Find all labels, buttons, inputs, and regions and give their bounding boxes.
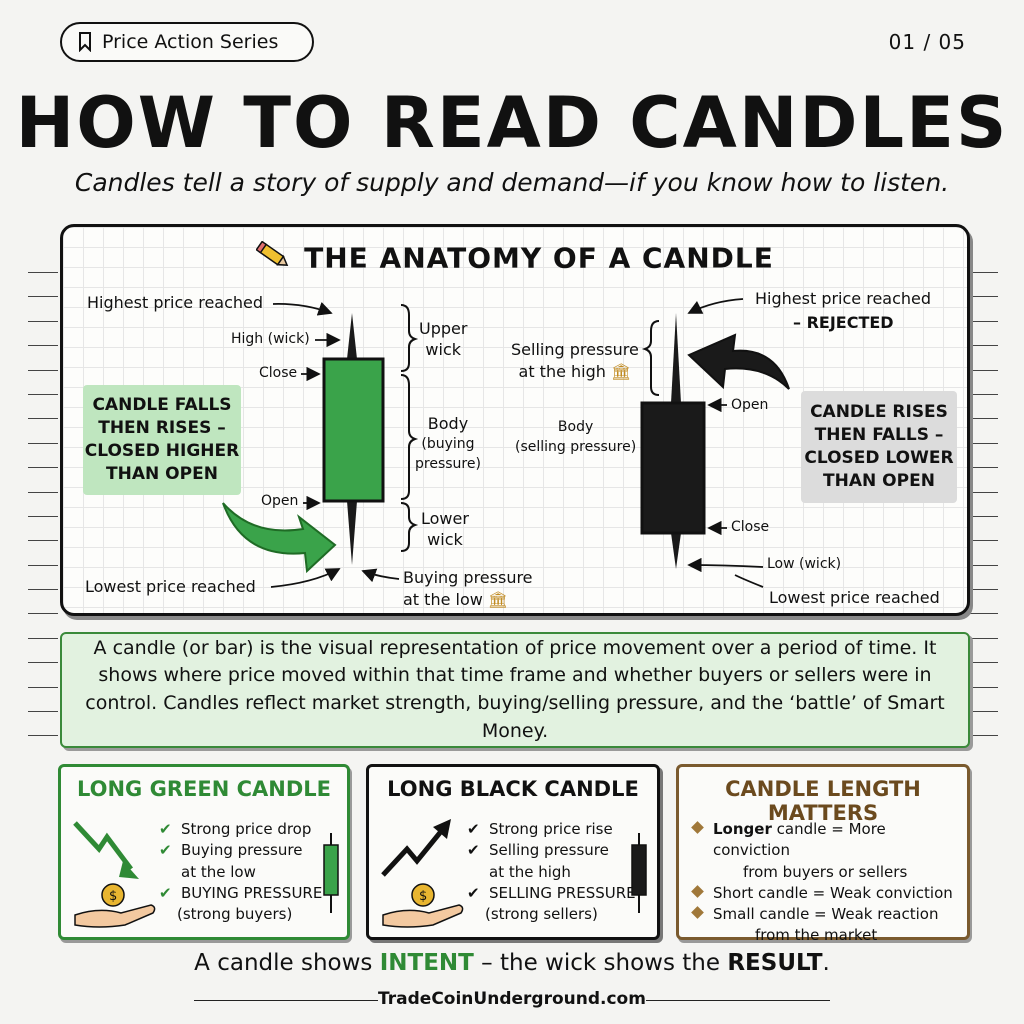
card-length-title: CANDLE LENGTH MATTERS bbox=[725, 777, 921, 825]
arrow-lowest-left bbox=[270, 568, 341, 588]
footer-divider-right bbox=[646, 1000, 830, 1001]
list-item: (strong buyers) bbox=[177, 905, 293, 924]
arrow-highest-left bbox=[272, 301, 333, 316]
diamond-icon bbox=[691, 906, 704, 920]
list-item: (strong sellers) bbox=[485, 905, 598, 924]
left-ruler-ticks bbox=[28, 272, 58, 760]
label-body-selling: Body(selling pressure) bbox=[515, 419, 637, 456]
upper-wick-brace bbox=[400, 304, 419, 372]
label-highest-price-left: Highest price reached bbox=[87, 293, 264, 312]
card-length-list: Longer candle = More conviction from buy… bbox=[691, 819, 967, 947]
bookmark-icon bbox=[79, 32, 91, 52]
label-rejected: – REJECTED bbox=[793, 313, 894, 332]
anatomy-drawing bbox=[222, 298, 790, 588]
card-long-green-candle: LONG GREEN CANDLE $ ✔Strong price drop ✔… bbox=[58, 764, 350, 940]
list-item: at the low bbox=[181, 862, 256, 881]
selling-pressure-brace bbox=[641, 320, 660, 396]
card-candle-length: CANDLE LENGTH MATTERS Longer candle = Mo… bbox=[676, 764, 970, 944]
green-candle-body bbox=[322, 357, 385, 503]
price-rise-icon: $ bbox=[381, 819, 464, 928]
black-rejection-arrow bbox=[687, 333, 790, 390]
list-item: ✔Selling pressure bbox=[467, 841, 609, 860]
page-indicator: 01 / 05 bbox=[888, 30, 966, 54]
list-item: ✔Strong price drop bbox=[159, 820, 312, 838]
label-lowest-price-left: Lowest price reached bbox=[85, 577, 256, 596]
arrow-highest-right bbox=[687, 298, 744, 314]
pencil-icon bbox=[255, 240, 292, 278]
footer-divider-left bbox=[194, 1000, 378, 1001]
arrow-lowest-right bbox=[734, 574, 764, 588]
label-low-wick: Low (wick) bbox=[767, 556, 842, 572]
label-highest-price-right: Highest price reached bbox=[755, 289, 932, 308]
svg-text:$: $ bbox=[109, 889, 117, 904]
list-item: at the high bbox=[489, 862, 571, 881]
list-item: ✔Buying pressure bbox=[159, 841, 303, 860]
list-item: from the market bbox=[755, 926, 878, 945]
label-high-wick: High (wick) bbox=[231, 331, 310, 347]
page-title: HOW TO READ CANDLES bbox=[15, 82, 1009, 164]
label-buying-pressure-low: Buying pressure at the low 🏛 bbox=[403, 567, 533, 612]
card-black-list: ✔Strong price rise ✔Selling pressure at … bbox=[467, 819, 636, 925]
series-label: Price Action Series bbox=[102, 31, 279, 53]
card-long-black-candle: LONG BLACK CANDLE $ ✔Strong price rise ✔… bbox=[366, 764, 660, 940]
card-green-title: LONG GREEN CANDLE bbox=[77, 777, 331, 801]
green-swoosh-arrow bbox=[222, 502, 337, 574]
list-item: ✔BUYING PRESSURE bbox=[159, 883, 323, 902]
label-close-left: Close bbox=[259, 365, 298, 381]
diamond-icon bbox=[691, 821, 704, 834]
label-open-right: Open bbox=[731, 397, 769, 413]
list-item: Small candle = Weak reaction bbox=[691, 904, 967, 925]
label-selling-pressure-high: Selling pressure at the high 🏛 bbox=[511, 339, 639, 384]
list-item: ✔SELLING PRESSURE bbox=[467, 883, 636, 902]
label-lowest-price-right: Lowest price reached bbox=[769, 588, 940, 607]
svg-text:$: $ bbox=[419, 889, 427, 904]
bank-icon: 🏛 bbox=[611, 362, 632, 382]
page-subtitle: Candles tell a story of supply and deman… bbox=[74, 168, 950, 197]
mini-green-candle-icon bbox=[323, 833, 339, 913]
black-candle-lower-wick bbox=[671, 533, 681, 569]
anatomy-title: THE ANATOMY OF A CANDLE bbox=[63, 240, 967, 278]
green-candle-upper-wick bbox=[347, 313, 357, 359]
card-green-list: ✔Strong price drop ✔Buying pressure at t… bbox=[159, 819, 322, 925]
list-item: from buyers or sellers bbox=[743, 862, 908, 881]
anatomy-panel: THE ANATOMY OF A CANDLE bbox=[60, 224, 970, 616]
diamond-icon bbox=[691, 885, 704, 898]
bank-icon: 🏛 bbox=[487, 590, 509, 610]
label-close-right: Close bbox=[731, 519, 770, 535]
body-brace bbox=[400, 374, 419, 500]
candle-definition: A candle (or bar) is the visual represen… bbox=[60, 632, 970, 748]
footer-site: TradeCoinUnderground.com bbox=[378, 989, 646, 1009]
list-item: ✔Strong price rise bbox=[467, 820, 613, 838]
black-candle-body bbox=[640, 401, 706, 535]
price-drop-icon: $ bbox=[73, 821, 156, 928]
lower-wick-brace bbox=[400, 502, 419, 552]
right-ruler-ticks bbox=[968, 272, 998, 760]
card-black-title: LONG BLACK CANDLE bbox=[387, 777, 639, 801]
tagline: A candle shows INTENT – the wick shows t… bbox=[194, 950, 830, 976]
label-open-left: Open bbox=[261, 493, 299, 509]
black-candle-upper-wick bbox=[671, 313, 681, 403]
list-item: Longer candle = More conviction bbox=[691, 819, 967, 862]
arrow-buying-pressure bbox=[361, 568, 400, 583]
mini-black-candle-icon bbox=[631, 833, 647, 913]
green-candle-lower-wick bbox=[347, 501, 357, 565]
arrow-low-wick bbox=[687, 557, 764, 573]
list-item: Short candle = Weak conviction bbox=[691, 883, 967, 904]
series-badge: Price Action Series bbox=[60, 22, 314, 62]
